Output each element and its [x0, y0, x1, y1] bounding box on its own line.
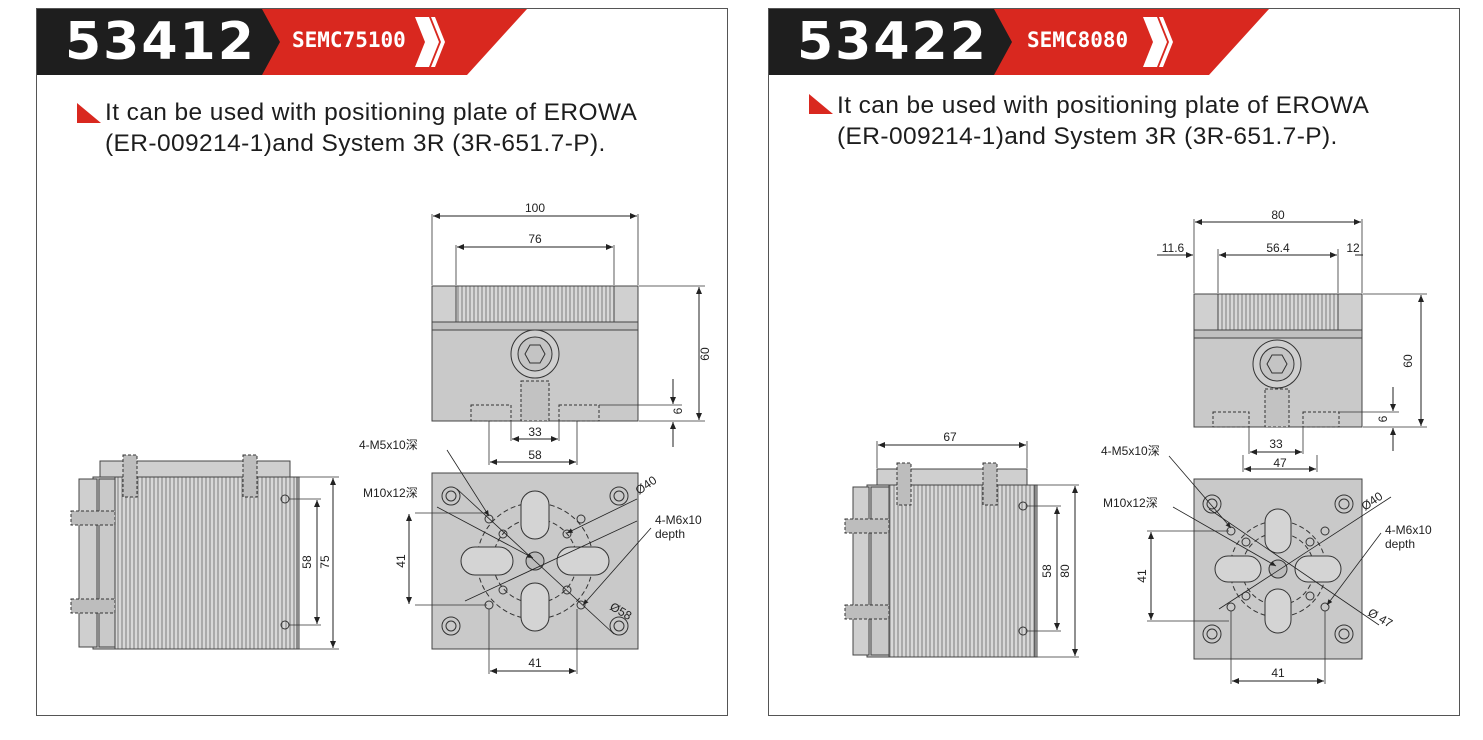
- dim-slot-47: 47: [1273, 456, 1287, 470]
- side-view: [70, 454, 300, 650]
- label-m5: 4-M5x10深: [1101, 444, 1160, 458]
- dim-side-58: 58: [300, 555, 314, 569]
- dim-slot-depth: 6: [671, 407, 685, 414]
- product-code: SEMC75100: [292, 28, 406, 52]
- technical-drawing: 100 76 60 6 33 58: [70, 201, 712, 674]
- dim-height: 60: [698, 347, 712, 361]
- dimension-lines: [431, 213, 705, 465]
- dim-left-11-6: 11.6: [1162, 241, 1185, 255]
- dimension-lines: [1157, 219, 1427, 472]
- product-header: 53412 SEMC75100: [37, 9, 727, 75]
- dim-slot-33: 33: [1269, 437, 1283, 451]
- side-dimension-lines: [289, 476, 339, 650]
- label-m6-depth: depth: [1385, 537, 1415, 551]
- dim-top-67: 67: [943, 430, 957, 444]
- plan-dimension-lines: [406, 449, 652, 674]
- side-view: [844, 462, 1038, 658]
- header-banner: [37, 9, 527, 75]
- bullet-triangle-icon: [77, 103, 101, 123]
- dim-slot-33: 33: [528, 425, 542, 439]
- side-dimension-lines: [876, 441, 1079, 658]
- label-m10: M10x12深: [363, 486, 418, 500]
- dim-side-75: 75: [318, 555, 332, 569]
- label-m5: 4-M5x10深: [359, 438, 418, 452]
- product-panel-53422: 53422 SEMC8080 It can be used with posit…: [768, 8, 1460, 716]
- product-code: SEMC8080: [1027, 28, 1129, 52]
- front-view: [1193, 293, 1363, 428]
- label-m6-depth: depth: [655, 527, 685, 541]
- product-description: It can be used with positioning plate of…: [105, 99, 636, 157]
- product-panel-53412: 53412 SEMC75100 It can be used with posi…: [36, 8, 728, 716]
- dim-mid-56-4: 56.4: [1266, 241, 1290, 255]
- product-number: 53422: [797, 12, 988, 72]
- plan-dimension-lines: [1147, 455, 1382, 684]
- dim-bottom-41: 41: [528, 656, 542, 670]
- label-m6: 4-M6x10: [655, 513, 702, 527]
- plan-view: [431, 472, 639, 650]
- dim-side-58: 58: [1040, 564, 1054, 578]
- product-description: It can be used with positioning plate of…: [837, 92, 1368, 150]
- label-d47: Ø 47: [1366, 605, 1396, 630]
- dim-top-inner: 76: [528, 232, 542, 246]
- plan-view: [1193, 478, 1392, 660]
- dim-slot-58: 58: [528, 448, 542, 462]
- technical-drawing: 80 11.6 56.4 12 60 6 33 47: [844, 208, 1432, 684]
- front-view: [431, 285, 639, 422]
- product-header: 53422 SEMC8080: [769, 9, 1459, 75]
- header-banner: [769, 9, 1269, 75]
- label-m10: M10x12深: [1103, 496, 1158, 510]
- dim-slot-depth: 6: [1376, 415, 1390, 422]
- dim-height: 60: [1401, 354, 1415, 368]
- dim-side-41: 41: [1135, 569, 1149, 583]
- product-number: 53412: [65, 12, 256, 72]
- dim-right-12: 12: [1346, 241, 1360, 255]
- dim-side-80: 80: [1058, 564, 1072, 578]
- dim-top-width: 80: [1271, 208, 1285, 222]
- dim-bottom-41: 41: [1271, 666, 1285, 680]
- label-m6: 4-M6x10: [1385, 523, 1432, 537]
- dim-side-41: 41: [394, 554, 408, 568]
- bullet-triangle-icon: [809, 94, 833, 114]
- dim-top-width: 100: [525, 201, 545, 215]
